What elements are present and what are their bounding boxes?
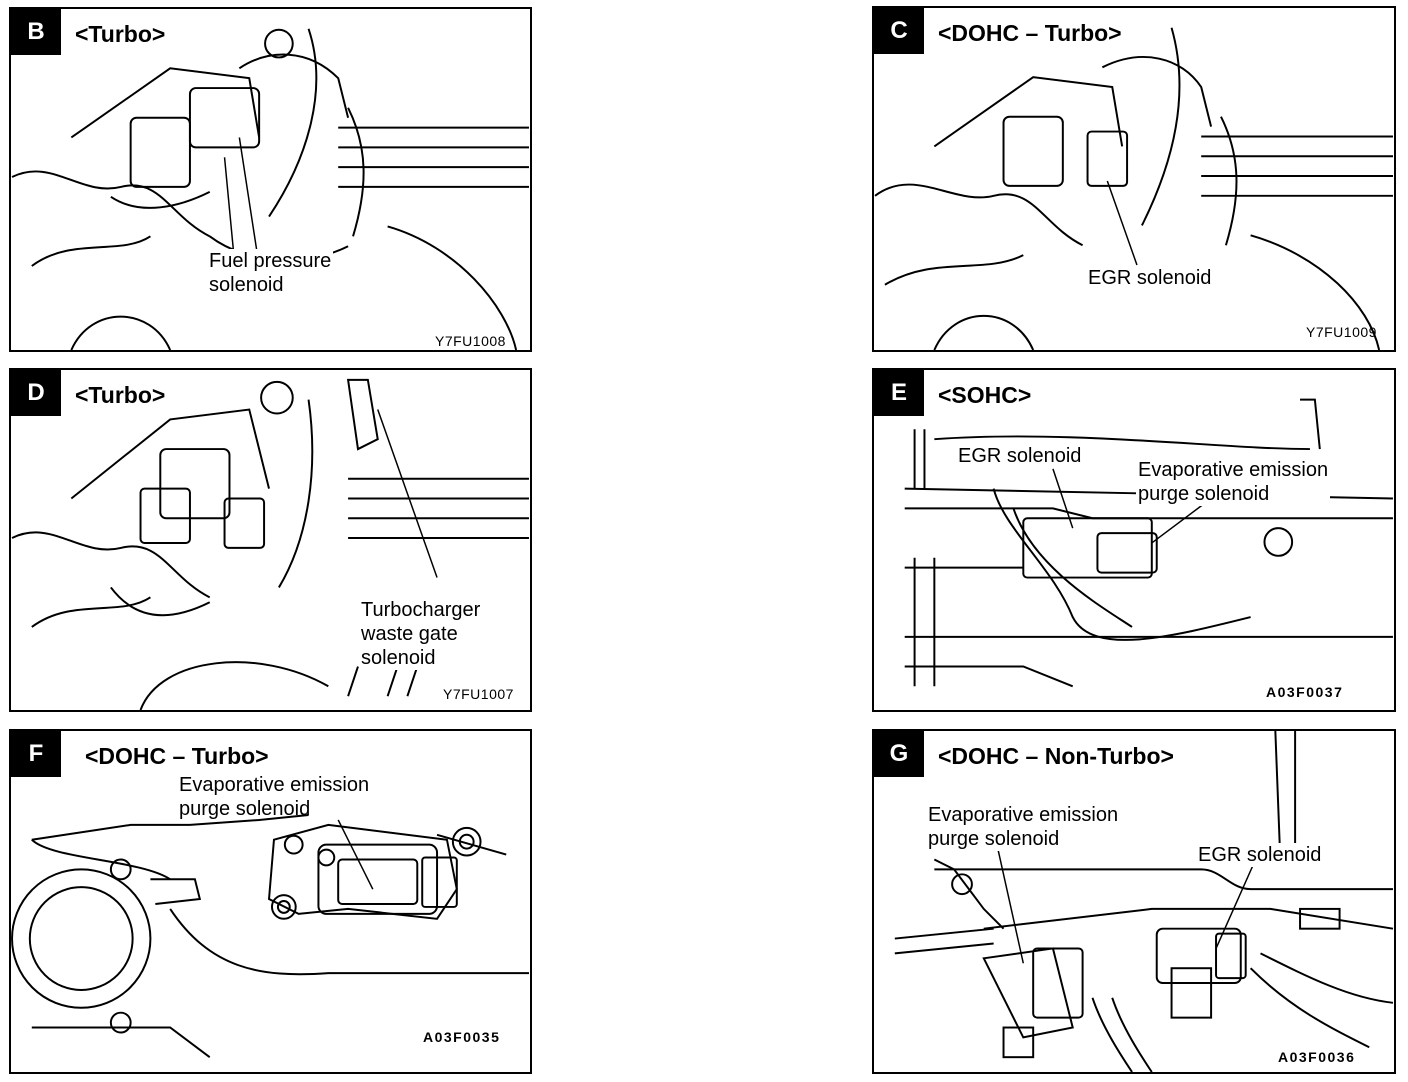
engine-illustration-g xyxy=(894,731,1394,1072)
panel-c: C <DOHC – Turbo> EGR solenoid Y7FU1009 xyxy=(872,6,1396,352)
label-evap-purge-solenoid-e: Evaporative emission purge solenoid xyxy=(1136,458,1331,506)
panel-title-e: <SOHC> xyxy=(938,382,1032,408)
panel-letter-c: C xyxy=(874,8,924,54)
panel-title-c: <DOHC – Turbo> xyxy=(938,20,1122,46)
label-turbocharger-waste-gate-solenoid: Turbocharger waste gate solenoid xyxy=(359,598,483,670)
panel-title-d: <Turbo> xyxy=(75,382,166,408)
panel-d: D <Turbo> Turbocharger waste gate soleno… xyxy=(9,368,532,712)
label-evap-purge-solenoid-g: Evaporative emission purge solenoid xyxy=(926,803,1121,851)
panel-letter-g: G xyxy=(874,731,924,777)
engine-illustration-b xyxy=(11,28,529,350)
engine-illustration-d xyxy=(11,378,529,710)
figure-code-e: A03F0037 xyxy=(1266,684,1344,700)
figure-code-d: Y7FU1007 xyxy=(443,686,514,702)
panel-e: E <SOHC> EGR solenoid Evaporative emissi… xyxy=(872,368,1396,712)
panel-letter-e: E xyxy=(874,370,924,416)
panel-title-b: <Turbo> xyxy=(75,21,166,47)
panel-title-g: <DOHC – Non-Turbo> xyxy=(938,743,1174,769)
label-egr-solenoid-g: EGR solenoid xyxy=(1196,843,1324,867)
panel-letter-b: B xyxy=(11,9,61,55)
panel-letter-d: D xyxy=(11,370,61,416)
engine-illustration-c xyxy=(874,27,1393,350)
label-fuel-pressure-solenoid: Fuel pressure solenoid xyxy=(207,249,334,297)
label-egr-solenoid-e: EGR solenoid xyxy=(956,444,1084,468)
panel-b: B <Turbo> Fuel pressure solenoid Y7FU100… xyxy=(9,7,532,352)
panel-letter-f: F xyxy=(11,731,61,777)
label-egr-solenoid-c: EGR solenoid xyxy=(1086,266,1214,290)
label-evap-purge-solenoid-f: Evaporative emission purge solenoid xyxy=(179,774,370,820)
panel-title-f: <DOHC – Turbo> xyxy=(85,743,269,769)
figure-code-f: A03F0035 xyxy=(423,1029,501,1045)
figure-code-c: Y7FU1009 xyxy=(1306,324,1377,340)
panel-f: F <DOHC – Turbo> Evaporative emission pu… xyxy=(9,729,532,1074)
figure-code-b: Y7FU1008 xyxy=(435,333,506,349)
engine-illustration-e xyxy=(904,398,1393,688)
throttle-body-illustration-f xyxy=(11,814,529,1058)
figure-code-g: A03F0036 xyxy=(1278,1049,1356,1065)
panel-g: G <DOHC – Non-Turbo> Evaporative emissio… xyxy=(872,729,1396,1074)
